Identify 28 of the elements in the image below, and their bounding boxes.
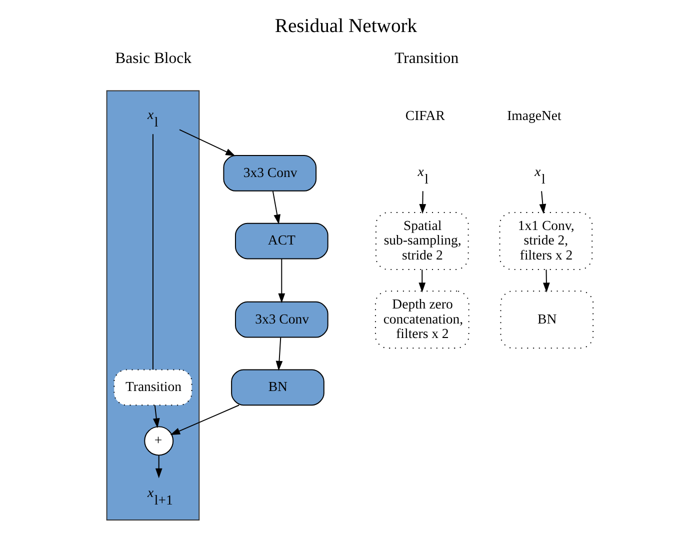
arrow <box>275 337 282 371</box>
arrow <box>272 190 280 224</box>
arrow <box>418 269 426 292</box>
diagram-title: Residual Network <box>274 14 417 37</box>
node-box: 1x1 Conv, stride 2, filters x 2 <box>498 212 592 270</box>
arrow <box>178 129 235 156</box>
node-box: 3x3 Conv <box>222 155 316 192</box>
arrow <box>152 404 160 428</box>
node-box: Depth zero concatenation, filters x 2 <box>374 290 469 349</box>
arrow <box>538 190 546 214</box>
label: Basic Block <box>114 50 191 68</box>
node-circle: + <box>144 426 174 456</box>
node-box: Transition <box>113 369 192 406</box>
node-box: 3x3 Conv <box>234 301 328 338</box>
label: ImageNet <box>506 108 561 123</box>
label: Transition <box>394 50 458 68</box>
arrow <box>170 404 240 436</box>
node-box: ACT <box>234 222 328 260</box>
node-box: BN <box>500 290 594 349</box>
node-box: BN <box>230 369 324 406</box>
arrow <box>154 454 162 478</box>
arrow <box>418 190 426 214</box>
arrow <box>278 258 285 304</box>
connector <box>152 134 153 370</box>
cluster <box>106 90 200 520</box>
node-box: Spatial sub-sampling, stride 2 <box>374 212 468 270</box>
arrow <box>542 269 550 292</box>
label: CIFAR <box>404 108 444 123</box>
